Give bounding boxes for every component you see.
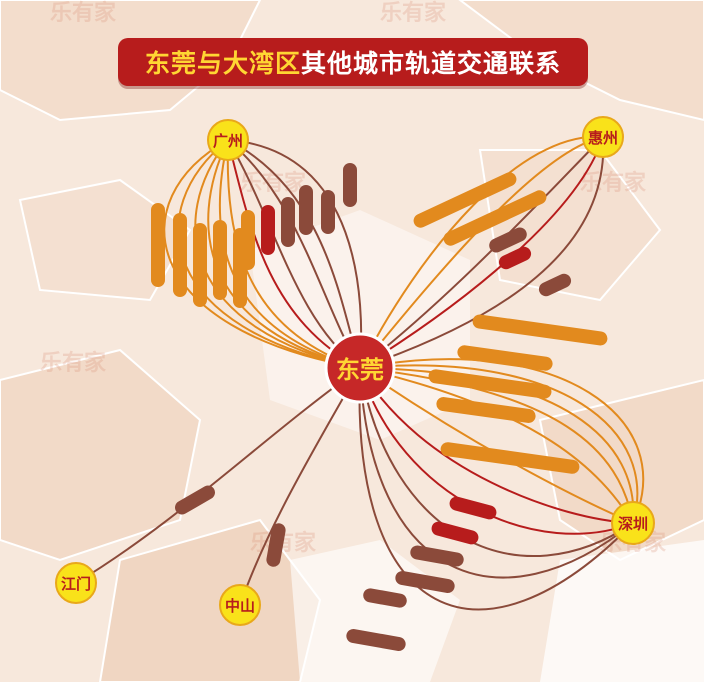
route-pill xyxy=(343,163,357,207)
page-title: 东莞与大湾区 其他城市轨道交通联系 xyxy=(118,38,588,86)
city-node-jiangmen: 江门 xyxy=(55,562,97,604)
rail-line xyxy=(358,367,634,611)
city-label: 江门 xyxy=(61,575,91,593)
title-part-white: 其他城市轨道交通联系 xyxy=(301,49,562,78)
route-pill xyxy=(281,197,295,247)
route-pill xyxy=(193,223,207,307)
rail-line xyxy=(359,364,639,524)
city-label: 中山 xyxy=(225,597,255,615)
route-pill xyxy=(395,571,455,593)
route-pill xyxy=(321,190,335,234)
rail-line xyxy=(359,358,645,524)
route-pill xyxy=(457,345,553,371)
route-pill xyxy=(410,545,464,567)
route-pill xyxy=(538,273,572,297)
route-pill xyxy=(413,172,517,228)
watermark-text: 乐有家 xyxy=(580,170,647,196)
route-pill xyxy=(440,442,580,474)
rail-line xyxy=(359,367,634,524)
route-pill xyxy=(175,485,215,515)
watermark-text: 乐有家 xyxy=(380,0,447,26)
route-pill xyxy=(261,205,275,255)
route-pill xyxy=(431,521,479,545)
city-node-dongguan: 东莞 xyxy=(324,332,396,404)
pills-shenzhen xyxy=(346,314,608,651)
route-pill xyxy=(241,210,255,270)
route-pill xyxy=(489,227,527,253)
route-pill xyxy=(428,369,552,399)
city-label: 广州 xyxy=(213,132,243,150)
rail-line xyxy=(227,139,361,369)
rail-line xyxy=(226,139,361,369)
pills-guangzhou xyxy=(151,163,357,308)
city-label: 深圳 xyxy=(618,515,648,533)
city-node-huizhou: 惠州 xyxy=(582,116,624,158)
city-node-guangzhou: 广州 xyxy=(207,119,249,161)
route-pill xyxy=(151,203,165,287)
rail-line xyxy=(75,367,361,584)
city-node-zhongshan: 中山 xyxy=(219,584,261,626)
route-pill xyxy=(266,523,286,567)
rail-line xyxy=(359,367,634,524)
city-node-shenzhen: 深圳 xyxy=(611,501,655,545)
pills-west xyxy=(175,485,286,567)
rail-line xyxy=(359,135,604,369)
route-pill xyxy=(449,496,497,520)
title-part-yellow: 东莞与大湾区 xyxy=(144,49,301,78)
route-pill xyxy=(363,588,407,608)
pills-huizhou xyxy=(413,172,572,297)
route-pill xyxy=(436,397,536,423)
route-pill xyxy=(498,246,532,270)
route-pill xyxy=(472,314,608,346)
route-pill xyxy=(443,190,547,246)
center-city-label: 东莞 xyxy=(336,356,384,384)
city-label: 惠州 xyxy=(588,129,618,147)
route-pill xyxy=(346,629,406,651)
rail-line xyxy=(163,139,361,369)
watermark-text: 乐有家 xyxy=(40,350,107,376)
route-pill xyxy=(173,213,187,297)
route-pill xyxy=(213,220,227,300)
watermark-text: 乐有家 xyxy=(50,0,117,26)
city-nodes: 广州 惠州 深圳 江门 中山 东莞 xyxy=(55,116,655,626)
rail-line xyxy=(359,136,605,369)
route-pill xyxy=(299,185,313,235)
rail-line xyxy=(359,367,634,524)
